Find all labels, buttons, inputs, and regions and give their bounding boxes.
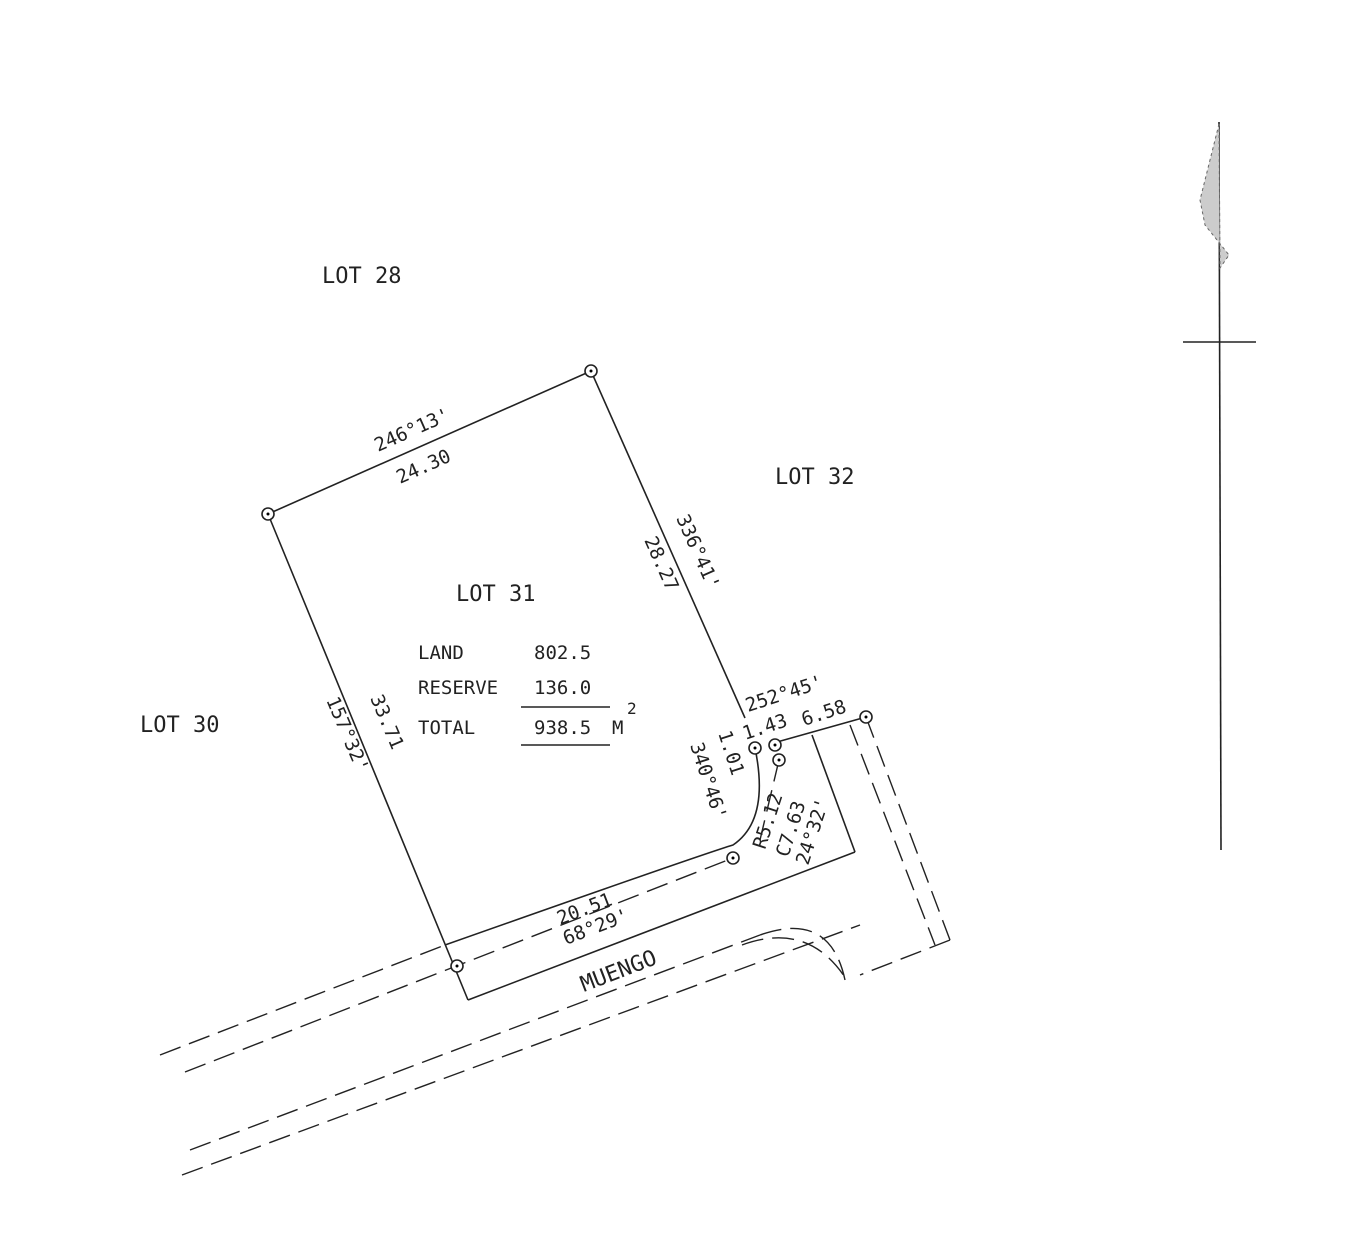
survey-point-icon — [748, 741, 762, 755]
corner-distance-a: 1.43 — [740, 710, 790, 745]
survey-point-icon — [726, 851, 740, 865]
left-distance: 33.71 — [365, 691, 408, 752]
total-value: 938.5 — [534, 717, 591, 739]
lot-31-label: LOT 31 — [456, 582, 535, 607]
area-unit: M — [612, 717, 623, 739]
road-lines — [159, 716, 951, 1176]
reserve-value: 136.0 — [534, 677, 591, 699]
lot-32-label: LOT 32 — [775, 465, 854, 490]
survey-points — [261, 364, 873, 973]
left-bearing: 157°32' — [321, 693, 373, 775]
area-table: LAND 802.5 RESERVE 136.0 TOTAL 938.5 M 2 — [418, 642, 637, 746]
top-distance: 24.30 — [393, 445, 454, 488]
area-unit-exponent: 2 — [627, 699, 637, 718]
survey-point-icon — [768, 738, 782, 752]
lot-31-boundary — [267, 370, 867, 1001]
survey-point-icon — [450, 959, 464, 973]
lot-30-label: LOT 30 — [140, 713, 219, 738]
north-arrow-icon — [1183, 121, 1256, 851]
land-label: LAND — [418, 642, 464, 664]
survey-point-icon — [772, 753, 786, 767]
survey-point-icon — [859, 710, 873, 724]
land-value: 802.5 — [534, 642, 591, 664]
survey-point-icon — [584, 364, 598, 378]
survey-point-icon — [261, 507, 275, 521]
lot-28-label: LOT 28 — [322, 264, 401, 289]
reserve-label: RESERVE — [418, 677, 498, 699]
corner-distance-b: 6.58 — [799, 696, 849, 731]
total-label: TOTAL — [418, 717, 475, 739]
